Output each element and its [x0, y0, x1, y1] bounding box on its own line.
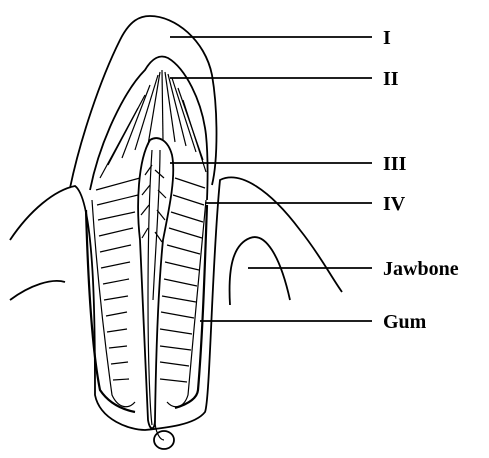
pulp-cavity	[138, 138, 174, 449]
label-III: III	[383, 153, 407, 175]
label-IV: IV	[383, 193, 406, 215]
gum-outline	[10, 177, 342, 430]
leader-lines	[170, 37, 372, 321]
jawbone-shape	[86, 205, 290, 412]
label-gum: Gum	[383, 311, 427, 333]
label-jawbone: Jawbone	[383, 258, 459, 280]
label-I: I	[383, 27, 391, 49]
label-II: II	[383, 68, 399, 90]
